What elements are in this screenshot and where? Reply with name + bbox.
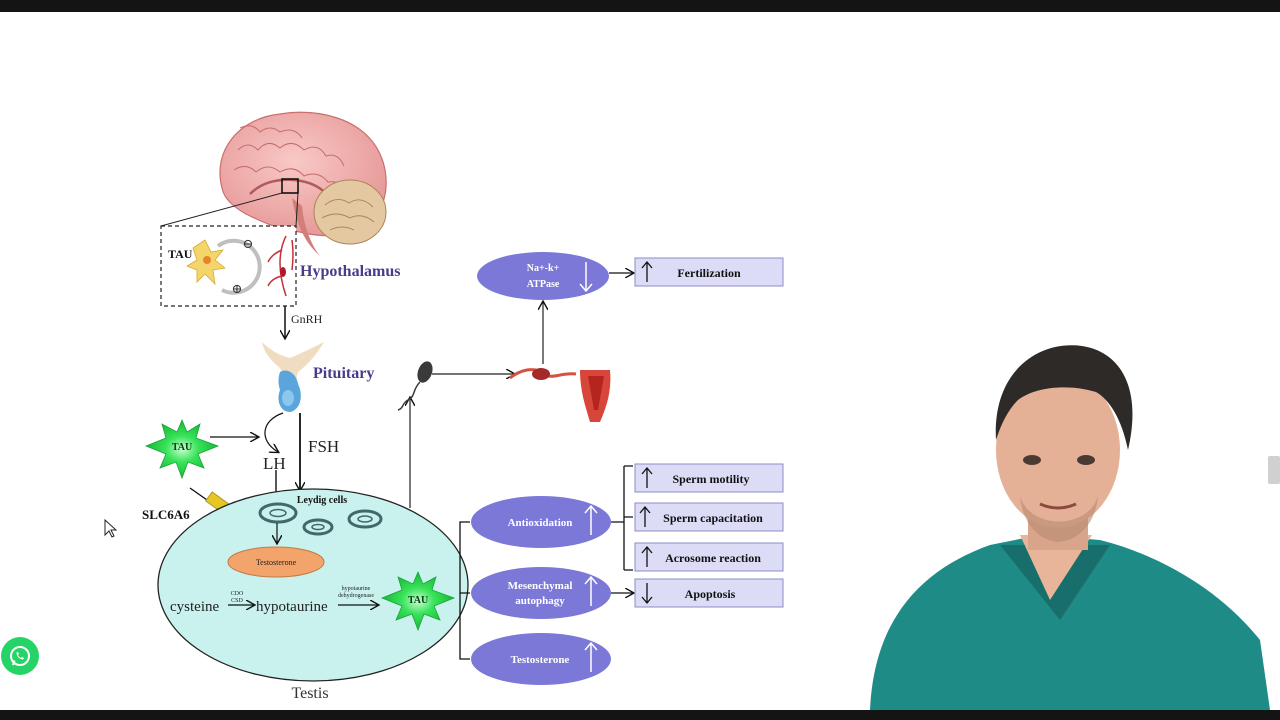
testosterone-node-label: Testosterone <box>511 654 570 666</box>
sperm-motility-label: Sperm motility <box>673 472 750 486</box>
tau-star-left-label: TAU <box>172 442 192 453</box>
tau-lh-curve-arrow <box>264 412 284 452</box>
bottom-letterbox-bar <box>0 710 1280 720</box>
cdo-label: CDO <box>231 591 244 597</box>
hypotaurine-dehydrogenase-label-2: dehydrogenase <box>338 593 374 599</box>
lh-label: LH <box>263 454 286 473</box>
testis-cell <box>157 488 469 682</box>
stimulation-symbol: ⊕ <box>232 281 243 296</box>
gnrh-label: GnRH <box>291 312 323 326</box>
mesenchymal-autophagy-node <box>471 567 611 619</box>
hypothalamus-zoom-box: TAU ⊖ ⊕ <box>160 225 297 307</box>
mesenchymal-up-arrow-icon <box>584 575 598 606</box>
apoptosis-box: Apoptosis <box>634 578 784 608</box>
antioxidation-node <box>471 496 611 548</box>
whatsapp-icon <box>10 646 30 666</box>
scrollbar-thumb[interactable] <box>1268 456 1280 484</box>
pituitary-illustration <box>262 342 324 412</box>
slc6a6-label: SLC6A6 <box>142 507 190 522</box>
antioxidation-bracket <box>611 465 633 571</box>
pituitary-label: Pituitary <box>313 365 374 382</box>
hypotaurine-dehydrogenase-label-1: hypotaurine <box>342 586 371 592</box>
mouse-cursor-icon <box>104 519 118 538</box>
testosterone-oval-label: Testosterone <box>256 558 297 567</box>
antioxidation-up-arrow-icon <box>584 504 598 535</box>
hypothalamus-label: Hypothalamus <box>300 263 400 280</box>
presenter-video <box>870 345 1270 710</box>
testosterone-oval <box>227 546 325 578</box>
hypotaurine-label: hypotaurine <box>256 599 328 615</box>
sperm-icon <box>397 361 433 411</box>
testosterone-up-arrow-icon <box>584 641 598 672</box>
mesenchymal-label-2: autophagy <box>515 595 565 607</box>
whatsapp-button[interactable] <box>1 637 39 675</box>
tau-star-left: TAU <box>144 418 220 480</box>
na-k-atpase-down-arrow-icon <box>579 262 593 293</box>
sperm-capacitation-box: Sperm capacitation <box>634 502 784 532</box>
uterus-illustration <box>509 368 611 422</box>
fertilization-label: Fertilization <box>677 266 741 280</box>
tau-label-zoom: TAU <box>168 247 193 261</box>
leydig-cells-label: Leydig cells <box>297 495 347 506</box>
tau-star-testis-label: TAU <box>408 595 428 606</box>
fertilization-box: Fertilization <box>634 257 784 287</box>
testosterone-node <box>471 633 611 685</box>
testis-bracket <box>459 521 470 660</box>
brain-illustration <box>219 111 387 256</box>
mesenchymal-label-1: Mesenchymal <box>508 580 573 592</box>
inhibition-symbol: ⊖ <box>243 236 254 251</box>
top-letterbox-bar <box>0 0 1280 12</box>
cysteine-label: cysteine <box>170 599 219 615</box>
csd-label: CSD <box>231 598 243 604</box>
na-k-atpase-label-2: ATPase <box>527 279 560 290</box>
apoptosis-label: Apoptosis <box>685 587 736 601</box>
na-k-atpase-label-1: Na+-k+ <box>527 263 560 274</box>
tau-star-testis: TAU <box>380 570 456 632</box>
sperm-capacitation-label: Sperm capacitation <box>663 511 763 525</box>
sperm-motility-box: Sperm motility <box>634 463 784 493</box>
na-k-atpase-node <box>477 252 609 300</box>
acrosome-reaction-label: Acrosome reaction <box>665 551 761 565</box>
acrosome-reaction-box: Acrosome reaction <box>634 542 784 572</box>
antioxidation-label: Antioxidation <box>508 517 573 529</box>
fsh-label: FSH <box>308 437 339 456</box>
leydig-cells <box>258 502 383 536</box>
testis-label: Testis <box>291 685 328 702</box>
